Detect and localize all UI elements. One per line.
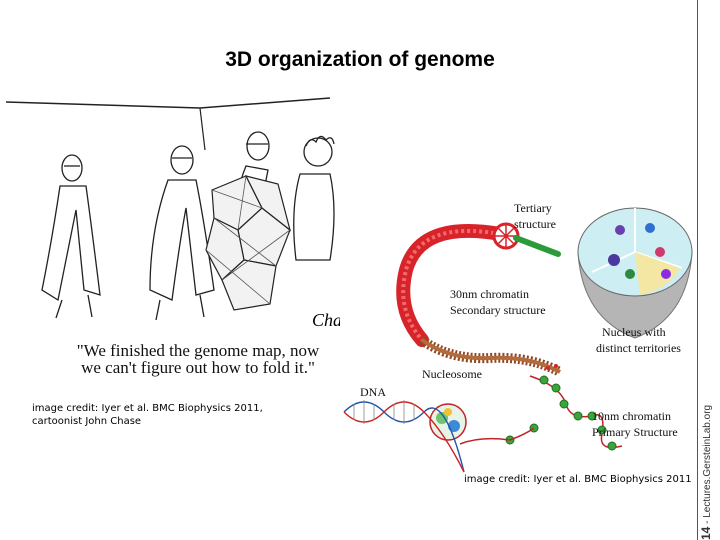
credit-left: image credit: Iyer et al. BMC Biophysics…	[32, 402, 263, 428]
label-30nm-1: 30nm chromatin	[450, 287, 529, 301]
lecture-site: Lectures.GersteinLab.org	[702, 404, 713, 518]
label-nucleosome: Nucleosome	[422, 367, 482, 381]
label-nucleus-2: distinct territories	[596, 341, 681, 355]
side-rule	[697, 0, 698, 540]
credit-right: image credit: Iyer et al. BMC Biophysics…	[464, 474, 692, 485]
label-10nm-1: 10nm chromatin	[592, 409, 671, 423]
label-nucleus-1: Nucleus with	[602, 325, 666, 339]
label-dna: DNA	[360, 385, 386, 399]
label-separator: -	[702, 517, 713, 527]
label-30nm-2: Secondary structure	[450, 303, 546, 317]
slide-title: 3D organization of genome	[225, 48, 495, 71]
caption-line-1: "We finished the genome map, now	[76, 341, 320, 360]
credit-left-line-1: image credit: Iyer et al. BMC Biophysics…	[32, 403, 263, 414]
label-10nm-2: Primary Structure	[592, 425, 678, 439]
credit-left-line-2: cartoonist John Chase	[32, 416, 142, 427]
label-tertiary-1: Tertiary	[514, 201, 552, 215]
label-tertiary-2: structure	[514, 217, 556, 231]
cartoon-signature: Chase	[312, 310, 340, 330]
cartoon-illustration: Chase	[5, 97, 340, 330]
nucleus-graphic	[577, 207, 693, 339]
slide-number: 14	[699, 526, 713, 540]
lecture-label: 14 - Lectures.GersteinLab.org	[698, 340, 714, 540]
caption-line-2: we can't figure out how to fold it."	[81, 358, 315, 377]
genome-organization-diagram: Tertiary structure 30nm chromatin Second…	[343, 201, 693, 473]
cartoon-caption: "We finished the genome map, now we can'…	[48, 342, 348, 376]
